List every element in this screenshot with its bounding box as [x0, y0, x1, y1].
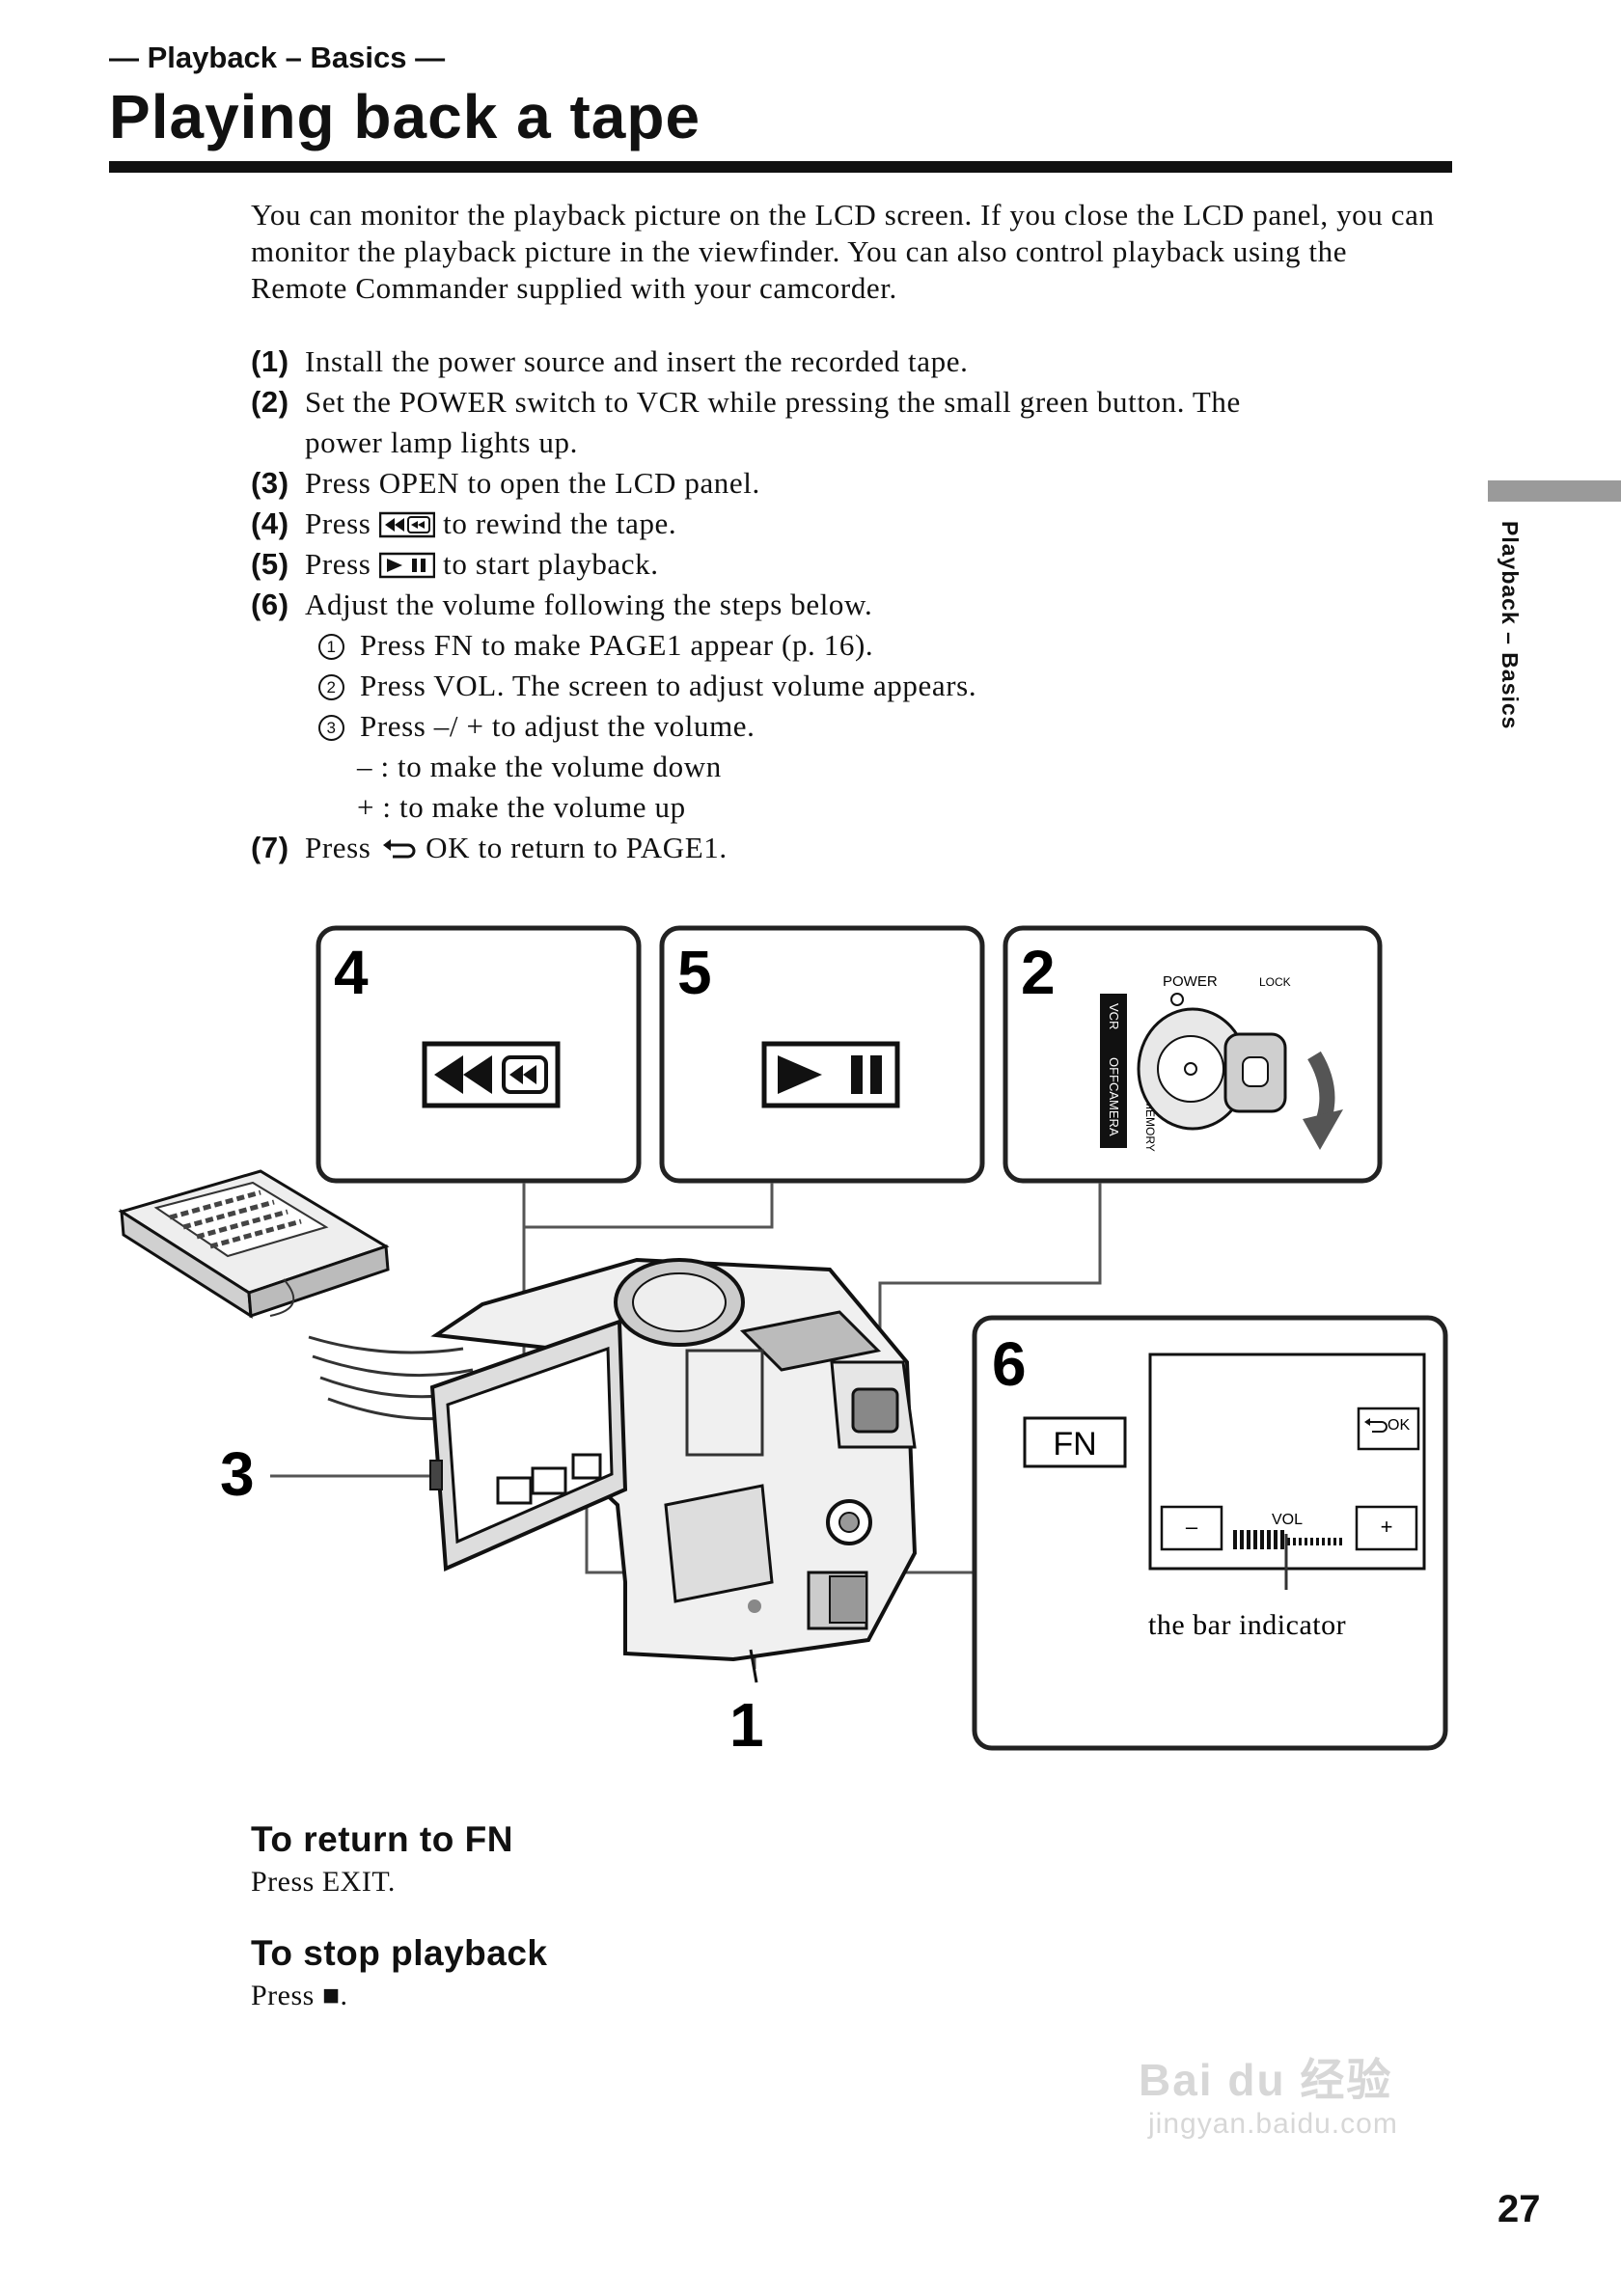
step-number: (4) [251, 506, 289, 540]
callout-2: 2 [1021, 938, 1056, 1007]
step-2-continuation: power lamp lights up. [305, 425, 578, 459]
substep-mark: 1 [318, 634, 344, 660]
step-number: (6) [251, 588, 289, 621]
mode-strip [1100, 994, 1127, 1148]
lcd-panel [429, 1319, 628, 1572]
step-number: (7) [251, 831, 289, 864]
substep-2: 2 Press VOL. The screen to adjust volume … [318, 666, 976, 706]
volume-plus-button [1355, 1505, 1418, 1551]
intro-paragraph: You can monitor the playback picture on … [251, 198, 1435, 305]
lcd-fn-button [571, 1453, 602, 1480]
callout-3: 3 [220, 1439, 255, 1509]
camera-label: CAMERA [1107, 1082, 1121, 1136]
off-label: OFF [1107, 1057, 1121, 1082]
return-icon [382, 839, 416, 859]
side-tab-label: Playback – Basics [1497, 521, 1523, 730]
ok-button [1357, 1407, 1420, 1451]
panel-power-switch: 2 POWER LOCK VCR OFF CAMERA MEMORY [1003, 925, 1383, 1184]
step-2: (2) Set the POWER switch to VCR while pre… [251, 382, 1241, 423]
panel-volume: 6 FN OK – + VOL the bar indicator [972, 1315, 1448, 1751]
step-4: (4) Press to rewind the tape. [251, 504, 676, 544]
plus-label: + [1381, 1515, 1393, 1539]
volume-down-note: – : to make the volume down [357, 750, 722, 783]
step-number: (1) [251, 344, 289, 378]
heading-return-to-fn: To return to FN [251, 1819, 513, 1859]
step-1: (1) Install the power source and insert t… [251, 342, 968, 382]
page-title: Playing back a tape [109, 82, 701, 151]
substep-3: 3 Press –/ + to adjust the volume. [318, 706, 756, 747]
power-label: POWER [1163, 973, 1218, 990]
heading-stop-playback: To stop playback [251, 1933, 548, 1973]
substep-text: Press VOL. The screen to adjust volume a… [360, 669, 977, 702]
callout-5: 5 [677, 938, 712, 1007]
step-text: Adjust the volume following the steps be… [305, 588, 873, 621]
play-pause-button-icon [378, 552, 435, 579]
page-number: 27 [1497, 2188, 1541, 2230]
step-text: Install the power source and insert the … [305, 344, 969, 378]
vcr-label: VCR [1107, 1003, 1121, 1029]
minus-label: – [1186, 1515, 1198, 1539]
fn-button [1023, 1416, 1127, 1468]
step-number: (3) [251, 466, 289, 500]
volume-bar [1233, 1530, 1342, 1549]
volume-up-note: + : to make the volume up [357, 790, 686, 824]
lcd-button-right [531, 1466, 567, 1495]
return-to-fn-text: Press EXIT. [251, 1866, 396, 1898]
step-5: (5) Press to start playback. [251, 544, 659, 585]
bar-indicator-caption: the bar indicator [1148, 1609, 1346, 1641]
step-number: (5) [251, 547, 289, 581]
lcd-button-left [496, 1476, 533, 1505]
substep-mark: 3 [318, 715, 344, 741]
section-label: — Playback – Basics — [109, 41, 446, 74]
step-text: Press OPEN to open the LCD panel. [305, 466, 760, 500]
step-text-post: OK to return to PAGE1. [426, 831, 728, 864]
step-7: (7) Press OK to return to PAGE1. [251, 828, 728, 868]
lock-label: LOCK [1259, 975, 1291, 989]
panel-play: 5 [659, 925, 985, 1184]
remote-commander [118, 1169, 390, 1319]
step-text-pre: Press [305, 547, 371, 581]
step-number: (2) [251, 385, 289, 419]
power-lamp-icon [1170, 993, 1184, 1006]
step-text: Set the POWER switch to VCR while pressi… [305, 385, 1241, 419]
rewind-key-icon [422, 1041, 561, 1108]
ok-label: OK [1387, 1417, 1410, 1434]
side-tab-marker [1488, 480, 1621, 502]
open-button [429, 1460, 443, 1490]
title-rule [109, 161, 1452, 173]
step-text-pre: Press [305, 506, 371, 540]
camcorder [430, 1257, 918, 1683]
play-pause-key-icon [761, 1041, 900, 1108]
watermark-url: jingyan.baidu.com [1148, 2108, 1398, 2140]
step-text-post: to start playback. [443, 547, 659, 581]
return-icon [1366, 1421, 1387, 1433]
memory-label: MEMORY [1143, 1100, 1157, 1152]
watermark-logo: Bai du 经验 [1139, 2055, 1393, 2105]
callout-1: 1 [729, 1690, 764, 1760]
callout-4: 4 [334, 938, 369, 1007]
step-3: (3) Press OPEN to open the LCD panel. [251, 463, 760, 504]
callout-6: 6 [992, 1329, 1027, 1399]
substep-text: Press –/ + to adjust the volume. [360, 709, 756, 743]
panel-rewind: 4 [316, 925, 642, 1184]
rewind-button-icon [378, 511, 435, 538]
substep-1: 1 Press FN to make PAGE1 appear (p. 16). [318, 625, 873, 666]
volume-minus-button [1160, 1505, 1223, 1551]
stop-playback-text: Press ■. [251, 1980, 348, 2011]
step-text-post: to rewind the tape. [443, 506, 677, 540]
step-text-pre: Press [305, 831, 371, 864]
fn-button-label: FN [1053, 1426, 1096, 1462]
substep-text: Press FN to make PAGE1 appear (p. 16). [360, 628, 874, 662]
step-6: (6) Adjust the volume following the steps… [251, 585, 872, 625]
substep-mark: 2 [318, 674, 344, 700]
vol-label: VOL [1272, 1512, 1303, 1528]
